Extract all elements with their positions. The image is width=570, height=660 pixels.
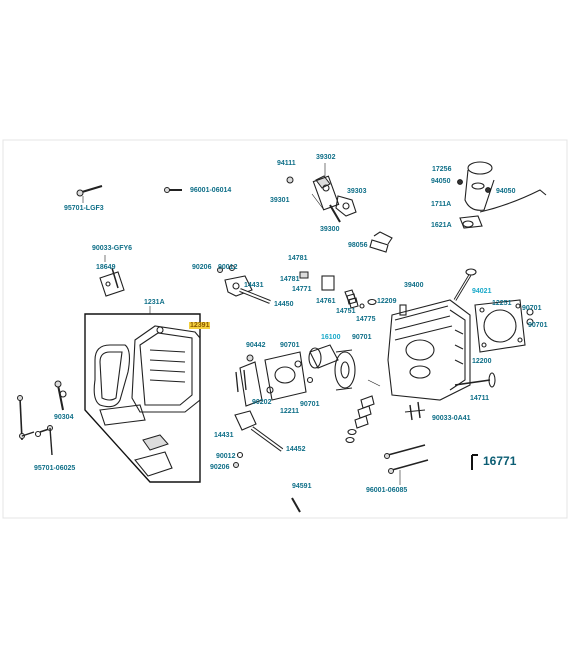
- bolts-96001-06085: [384, 444, 429, 485]
- bolt-95701-lgf3: [76, 185, 103, 197]
- label-18649: 18649: [96, 264, 116, 271]
- cover-gasket: [93, 344, 131, 408]
- label-14431-low: 14431: [214, 432, 234, 439]
- label-90206-top: 90206: [192, 264, 212, 271]
- label-14771: 14771: [292, 286, 312, 293]
- label-95701-lgf3: 95701-LGF3: [64, 205, 104, 212]
- label-90701-right-a: 90701: [522, 305, 542, 312]
- label-39400: 39400: [404, 282, 424, 289]
- label-14711: 14711: [470, 395, 490, 402]
- label-90701-mid: 90701: [280, 342, 300, 349]
- diagram-frame: [2, 139, 568, 519]
- valve-stem-39400: [453, 268, 477, 301]
- breather-plate: [99, 404, 146, 426]
- label-39302: 39302: [316, 154, 336, 161]
- pin-94591: [291, 497, 301, 513]
- valve: [454, 372, 496, 388]
- valve-spring-group: [299, 271, 377, 309]
- label-90442: 90442: [246, 342, 266, 349]
- dowel-pin: [526, 308, 534, 316]
- bolt-90304: [54, 380, 67, 411]
- label-17256: 17256: [432, 166, 452, 173]
- tensioner-assembly: [286, 163, 357, 223]
- label-14781-b: 14781: [280, 276, 300, 283]
- valve-springs-lower: [345, 379, 381, 444]
- label-90033-gfy6: 90033-GFY6: [92, 245, 133, 252]
- label-94591: 94591: [292, 483, 312, 490]
- label-90701-right-b: 90701: [528, 322, 548, 329]
- label-39300: 39300: [320, 226, 340, 233]
- label-94050-left: 94050: [431, 178, 451, 185]
- rocker-arm: [217, 264, 271, 304]
- cam-holder: [239, 351, 314, 407]
- label-90304: 90304: [54, 414, 74, 421]
- label-90202: 90202: [252, 399, 272, 406]
- label-94050-right: 94050: [496, 188, 516, 195]
- head-gasket: [474, 299, 526, 353]
- bolts-95701-06025: [17, 395, 53, 456]
- label-96001-06014: 96001-06014: [190, 187, 232, 194]
- breather-cap: [142, 434, 169, 451]
- label-90012-top: 90012: [218, 264, 238, 271]
- label-12251: 12251: [492, 300, 512, 307]
- label-12211: 12211: [280, 408, 300, 415]
- label-1621A: 1621A: [431, 222, 452, 229]
- label-14751: 14751: [336, 308, 356, 315]
- label-16771: 16771: [483, 454, 517, 468]
- label-14431-top: 14431: [244, 282, 264, 289]
- label-12209: 12209: [377, 298, 397, 305]
- label-14450: 14450: [274, 301, 294, 308]
- label-39303: 39303: [347, 188, 367, 195]
- label-94111: 94111: [277, 160, 296, 167]
- label-98056: 98056: [348, 242, 368, 249]
- label-14452: 14452: [286, 446, 306, 453]
- label-90206-low: 90206: [210, 464, 230, 471]
- bolt-96001-06014: [164, 187, 182, 193]
- label-14775: 14775: [356, 316, 376, 323]
- label-96001-06085: 96001-06085: [366, 487, 408, 494]
- breather-lid: [134, 451, 173, 477]
- label-1231A: 1231A: [144, 299, 165, 306]
- label-1711A: 1711A: [431, 201, 452, 208]
- camshaft: [308, 344, 356, 391]
- valve-cover: [131, 325, 201, 413]
- dowel-pin: [526, 318, 534, 326]
- label-16100: 16100: [321, 334, 341, 341]
- label-14781-a: 14781: [288, 255, 308, 262]
- label-90701-cam: 90701: [352, 334, 372, 341]
- label-90701-low: 90701: [300, 401, 320, 408]
- label-14761: 14761: [316, 298, 336, 305]
- label-94021: 94021: [472, 288, 492, 295]
- rocker-arm-lower: [233, 410, 284, 468]
- valve-cover-group-outline: [84, 313, 201, 483]
- label-12391: 12391: [189, 322, 211, 329]
- label-90033-0a41: 90033-0A41: [432, 415, 471, 422]
- spark-plug: [369, 231, 393, 253]
- label-12200: 12200: [472, 358, 492, 365]
- label-39301: 39301: [270, 197, 290, 204]
- studs-90033-0a41: [404, 401, 426, 421]
- label-90012-low: 90012: [216, 453, 236, 460]
- bolts-90442: [235, 369, 247, 393]
- cylinder-head: [387, 299, 471, 401]
- label-95701-06025: 95701-06025: [34, 465, 76, 472]
- bracket-18649: [99, 271, 125, 297]
- intake-manifold: [457, 161, 547, 229]
